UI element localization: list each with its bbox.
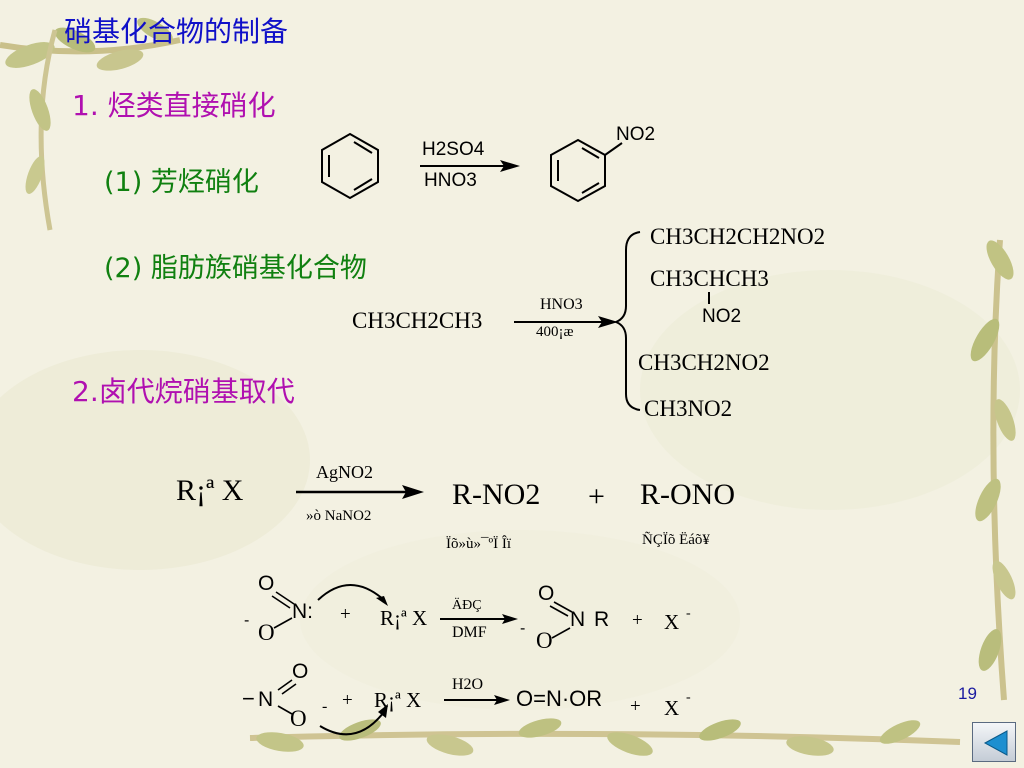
- nitrobenzene-ring: [550, 138, 623, 203]
- reaction4-halide-ion: X: [664, 610, 680, 634]
- nitrite-charge: -: [244, 612, 250, 629]
- plus-sign: +: [588, 480, 605, 513]
- curved-arrow-1: [317, 584, 385, 601]
- reaction-arrow-5: [444, 695, 510, 705]
- nitro-group-label: NO2: [616, 124, 656, 145]
- reagent-sulfuric-acid: H2SO4: [422, 139, 485, 160]
- product-N: N: [570, 608, 586, 631]
- reaction-arrow-2: [514, 316, 618, 328]
- product-4-nitromethane: CH3NO2: [644, 396, 733, 421]
- product-nitroalkane: R-NO2: [452, 478, 541, 511]
- reaction4-plus: +: [340, 604, 351, 625]
- reaction4-halide-charge: -: [686, 606, 691, 621]
- curved-arrow-2: [319, 711, 385, 736]
- next-slide-button[interactable]: [972, 722, 1016, 762]
- reaction2-reagent-top: HNO3: [540, 296, 583, 313]
- reaction5-N: N: [258, 688, 274, 711]
- reaction-arrow-1: [420, 160, 520, 172]
- product-brace: [613, 231, 641, 411]
- page-number: 19: [958, 684, 977, 703]
- reaction4-cond-top: ÄÐÇ: [452, 598, 482, 613]
- product-O-top: O: [538, 582, 555, 605]
- product-2-caption: ÑÇÏõ Ëáõ¥: [642, 532, 710, 548]
- reaction5-minus: −: [242, 686, 255, 711]
- reaction4-solvent: DMF: [452, 624, 487, 641]
- product-charge: -: [520, 620, 526, 637]
- reaction5-plus: +: [342, 690, 353, 711]
- nitrite-O-top: O: [258, 572, 275, 595]
- reaction5-product: O=N·OR: [516, 686, 603, 711]
- reaction2-reagent-bottom: 400¡æ: [536, 324, 574, 340]
- reaction5-O-top: O: [292, 660, 309, 683]
- benzene-ring: [321, 132, 379, 200]
- reaction5-charge: -: [322, 698, 328, 715]
- reaction-arrow-3: [296, 485, 424, 499]
- product-nitrite-ester: R-ONO: [640, 478, 735, 511]
- product-3-nitroethane: CH3CH2NO2: [638, 350, 770, 375]
- nitrite-N: N:: [292, 600, 313, 623]
- product-1-caption: Ïõ»ù»¯ºÏ Îï: [446, 536, 512, 552]
- product-1-nitropropane: CH3CH2CH2NO2: [650, 224, 826, 249]
- subheading-aliphatic: (2) 脂肪族硝基化合物: [104, 253, 367, 284]
- slide-title: 硝基化合物的制备: [64, 15, 289, 48]
- reaction-arrow-4: [440, 614, 518, 624]
- reaction5-alkyl-halide: R¡ª X: [374, 688, 422, 712]
- reaction3-reagent-top: AgNO2: [316, 462, 373, 482]
- reagent-nitric-acid: HNO3: [424, 170, 477, 191]
- product-2-backbone: CH3CHCH3: [650, 266, 769, 291]
- nitrite-O-bottom: O: [258, 620, 275, 645]
- triangle-left-icon: [983, 730, 1008, 756]
- reaction4-plus-2: +: [632, 610, 643, 631]
- reaction5-O-bottom: O: [290, 706, 307, 731]
- reaction5-halide-ion: X: [664, 696, 680, 720]
- section-heading-2: 2.卤代烷硝基取代: [72, 375, 295, 408]
- section-heading-1: 1. 烃类直接硝化: [72, 89, 276, 122]
- reaction3-reagent-bottom: »ò NaNO2: [306, 508, 372, 524]
- product-O-bottom: O: [536, 628, 553, 653]
- reaction5-plus-2: +: [630, 696, 641, 717]
- propane-reactant: CH3CH2CH3: [352, 308, 483, 333]
- alkyl-halide-reactant: R¡ª X: [176, 474, 244, 507]
- product-2-nitro: NO2: [702, 306, 742, 327]
- subheading-aromatic: (1) 芳烃硝化: [104, 167, 259, 198]
- product-R: R: [594, 608, 610, 631]
- reaction5-solvent: H2O: [452, 676, 484, 693]
- reaction4-alkyl-halide: R¡ª X: [380, 606, 428, 630]
- reaction5-halide-charge: -: [686, 690, 691, 705]
